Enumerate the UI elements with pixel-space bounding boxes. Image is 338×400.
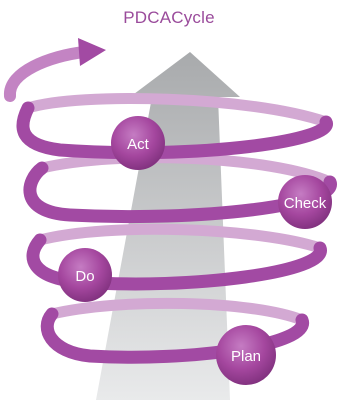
svg-text:Plan: Plan [231, 348, 261, 365]
spiral-top-ribbon [4, 46, 90, 102]
node-act: Act [111, 116, 165, 170]
node-plan: Plan [216, 325, 276, 385]
spiral-back-segments [22, 93, 336, 326]
node-check: Check [278, 175, 332, 229]
svg-text:Do: Do [75, 268, 94, 285]
spiral-front-segments [16, 101, 337, 364]
diagram-title: PDCACycle [123, 8, 215, 27]
svg-text:Act: Act [127, 136, 150, 153]
svg-text:Check: Check [284, 195, 327, 212]
node-do: Do [58, 248, 112, 302]
spiral-arrowhead-icon [78, 38, 106, 66]
